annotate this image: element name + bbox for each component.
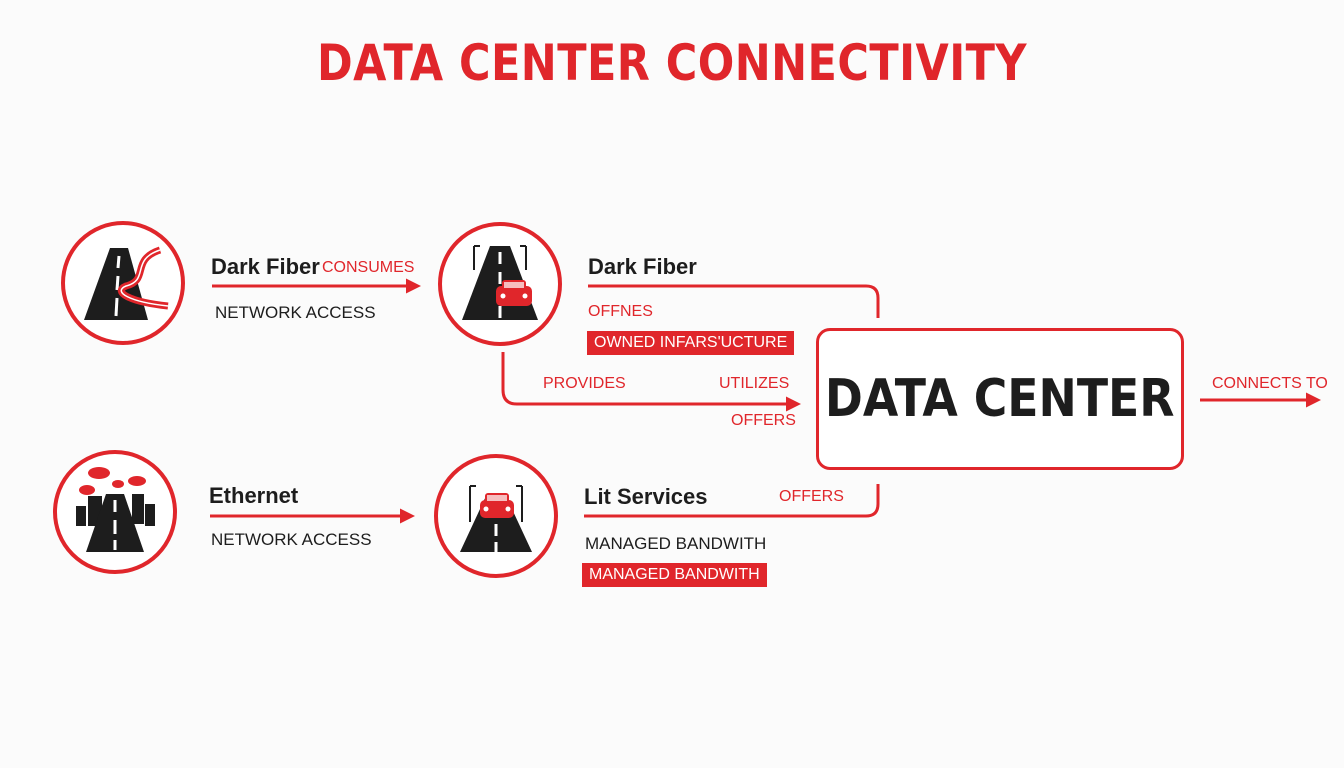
node-title-dark-fiber-access: Dark Fiber [211, 254, 320, 279]
node-subtitle-managed-bandwidth: MANAGED BANDWITH [585, 534, 767, 553]
node-title-lit-services: Lit Services [584, 484, 708, 509]
node-subtitle-network-access: NETWORK ACCESS [211, 530, 372, 549]
connector-lit-services-offers [584, 484, 880, 518]
edge-label-offers: OFFERS [779, 488, 844, 505]
winding-road-icon [61, 221, 185, 345]
node-title-dark-fiber-infra: Dark Fiber [588, 254, 697, 279]
connector-dark-fiber-top-to-datacenter [588, 284, 880, 318]
page-title: DATA CENTER CONNECTIVITY [316, 34, 1027, 92]
city-road-icon [53, 450, 177, 574]
road-with-car-icon [438, 222, 562, 346]
edge-label-offnes: OFFNES [588, 303, 653, 320]
edge-label-consumes: CONSUMES [322, 259, 415, 276]
node-title-ethernet: Ethernet [209, 483, 299, 508]
edge-label-provides: PROVIDES [543, 375, 626, 392]
edge-label-offers: OFFERS [731, 412, 796, 429]
road-with-car-icon [434, 454, 558, 578]
tag-owned-infrastructure: OWNED INFARS'UCTURE [587, 331, 795, 355]
connector-dark-fiber-provides [501, 352, 801, 412]
data-center-label: DATA CENTER [825, 369, 1175, 429]
edge-label-utilizes: UTILIZES [719, 375, 790, 392]
tag-managed-bandwidth: MANAGED BANDWITH [582, 563, 767, 587]
data-center-box: DATA CENTER [816, 328, 1184, 470]
node-subtitle-network-access: NETWORK ACCESS [215, 303, 376, 322]
edge-label-connects-to: CONNECTS TO [1212, 375, 1328, 392]
